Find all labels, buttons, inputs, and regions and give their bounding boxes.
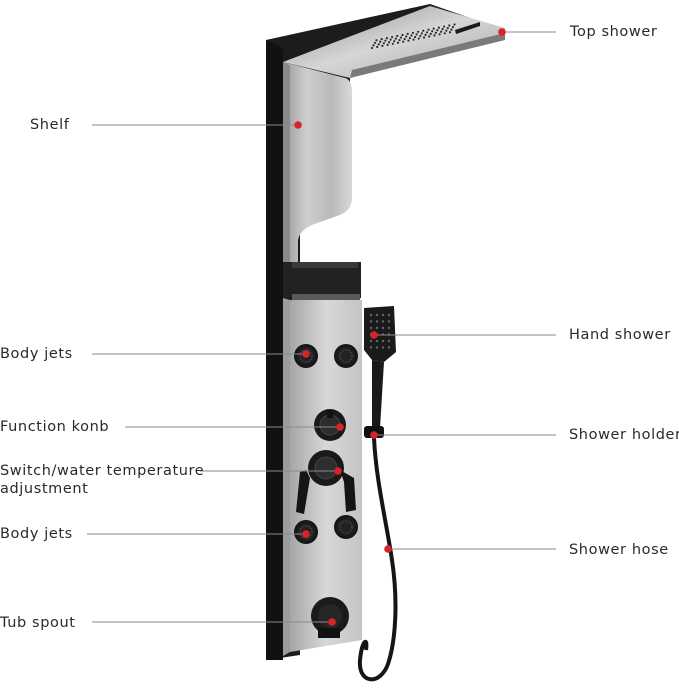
shelf-panel [283, 62, 352, 262]
dot-switch [334, 467, 342, 475]
rain-showerhead-icon [370, 23, 456, 50]
dot-shower-hose [384, 545, 392, 553]
dot-hand-shower [370, 331, 378, 339]
label-tub-spout: Tub spout [0, 615, 76, 631]
label-body-jets-lower: Body jets [0, 526, 73, 542]
dot-body-jets-upper [302, 350, 310, 358]
body-jet-upper-right [334, 344, 358, 368]
function-knob-icon [314, 409, 346, 441]
label-switch-line1: Switch/water temperature [0, 463, 205, 479]
lever-handle-icon [296, 450, 356, 514]
label-shower-hose: Shower hose [569, 542, 669, 558]
label-hand-shower: Hand shower [569, 327, 671, 343]
label-shelf: Shelf [30, 117, 70, 133]
label-body-jets-upper: Body jets [0, 346, 73, 362]
panel-side-dark [266, 40, 283, 660]
leader-lines [87, 31, 556, 623]
dot-shelf [294, 121, 302, 129]
label-shower-holder: Shower holder [569, 427, 679, 443]
dot-function-knob [336, 423, 344, 431]
dot-shower-holder [370, 431, 378, 439]
callout-dots [294, 28, 506, 626]
label-switch-line2: adjustment [0, 481, 89, 497]
body-jet-lower-right [334, 515, 358, 539]
label-function-knob: Function konb [0, 419, 110, 435]
dot-body-jets-lower [302, 530, 310, 538]
label-top-shower: Top shower [570, 24, 658, 40]
dot-top-shower [498, 28, 506, 36]
dot-tub-spout [328, 618, 336, 626]
handheld-shower-icon [364, 306, 396, 428]
shower-hose [357, 437, 398, 682]
